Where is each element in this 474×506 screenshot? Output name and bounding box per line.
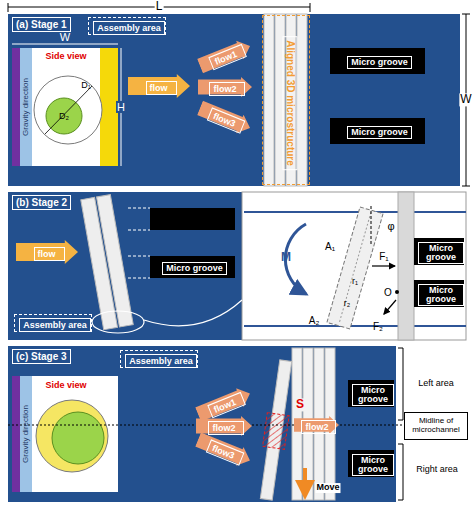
area-box: Assembly area bbox=[120, 350, 198, 368]
micro-groove: Micro groove bbox=[348, 450, 394, 477]
flow-arrow: flow2 bbox=[294, 416, 339, 434]
diameter-label: D₁ bbox=[80, 81, 92, 91]
flow-arrow: flow2 bbox=[196, 416, 252, 436]
node-text: Aligned 3D microstructure bbox=[283, 36, 298, 170]
dimension-label: W bbox=[459, 93, 472, 106]
node-text: Micro groove bbox=[352, 454, 394, 477]
flow-arrow: flow2 bbox=[198, 77, 252, 97]
flow-arrow: flow1 bbox=[194, 384, 253, 424]
radius-label: r₂ bbox=[343, 299, 352, 309]
move-label: Move bbox=[315, 483, 340, 493]
node-text: Micro groove bbox=[418, 242, 464, 265]
force-label: F₁ bbox=[378, 251, 389, 262]
point-label: O bbox=[383, 287, 393, 298]
microstructure-box: Aligned 3D microstructure bbox=[262, 15, 310, 185]
stage-panel: (c) Stage 3Assembly areaflow1flow2flow3f… bbox=[8, 346, 396, 502]
gravity-label: Gravity direction bbox=[22, 77, 31, 137]
node-text: flow bbox=[34, 247, 65, 261]
moment-label: M bbox=[280, 251, 292, 264]
gravity-label: Gravity direction bbox=[22, 404, 31, 464]
view-label: Side view bbox=[44, 52, 87, 62]
area-box: Assembly area bbox=[88, 17, 166, 35]
node-text: Micro groove bbox=[347, 126, 412, 139]
flow-arrow: flow1 bbox=[196, 37, 254, 76]
area-label: S bbox=[295, 398, 305, 411]
dimension-label: L bbox=[155, 0, 164, 13]
node-text: flow2 bbox=[208, 421, 243, 435]
micro-groove: Micro groove bbox=[330, 118, 425, 144]
node-text: Micro groove bbox=[418, 284, 464, 307]
node-text: flow2 bbox=[209, 82, 244, 96]
micro-groove: Micro groove bbox=[414, 238, 464, 265]
dimension-label: W bbox=[59, 31, 71, 43]
node-text: Midline of microchannel bbox=[405, 417, 467, 435]
point-label: A₁ bbox=[324, 241, 336, 252]
flow-arrow: flow bbox=[16, 240, 78, 264]
force-label: F₂ bbox=[372, 321, 384, 332]
stage-panel: (a) Stage 1 Assembly area flow flow1 flow2 fl… bbox=[8, 14, 460, 186]
micro-groove: Micro groove bbox=[348, 380, 394, 407]
diameter-label: D₂ bbox=[58, 112, 70, 122]
node-text: flow bbox=[146, 81, 177, 95]
flow-arrow: flow3 bbox=[194, 430, 253, 470]
micro-groove: Micro groove bbox=[414, 280, 464, 307]
region-label: Right area bbox=[415, 465, 459, 475]
node-text: Assembly area bbox=[19, 318, 91, 332]
node-text: (a) Stage 1 bbox=[12, 17, 71, 32]
flow-arrow: flow3 bbox=[196, 99, 254, 138]
angle-label: φ bbox=[386, 220, 395, 232]
point-label: A₂ bbox=[308, 315, 321, 326]
node-text: Micro groove bbox=[347, 56, 412, 69]
node-text: Micro groove bbox=[162, 262, 227, 275]
dimension-label: H bbox=[116, 101, 126, 113]
micro-groove: Micro groove bbox=[330, 48, 425, 74]
micro-groove: Micro groove bbox=[150, 256, 235, 278]
region-label: Left area bbox=[417, 379, 455, 389]
stage-panel: (b) Stage 2flowMicro grooveAssembly area… bbox=[8, 192, 466, 340]
radius-label: r₁ bbox=[351, 277, 359, 287]
node-text: (b) Stage 2 bbox=[12, 195, 71, 210]
node-text: flow2 bbox=[301, 420, 335, 434]
midline-box: Midline of microchannel bbox=[404, 412, 468, 440]
node-text: Assembly area bbox=[125, 354, 197, 368]
node-text: (c) Stage 3 bbox=[12, 349, 71, 364]
flow-arrow: flow bbox=[128, 74, 190, 98]
node-text: Assembly area bbox=[93, 21, 165, 35]
view-label: Side view bbox=[44, 381, 87, 391]
area-box: Assembly area bbox=[14, 314, 92, 332]
node-text: Micro groove bbox=[352, 384, 394, 407]
